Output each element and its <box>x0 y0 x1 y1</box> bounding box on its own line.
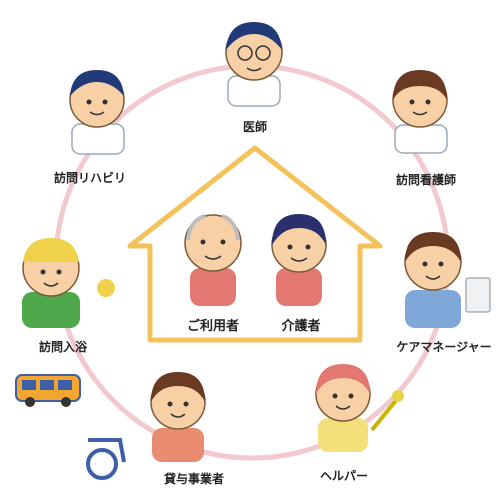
user-figure <box>184 214 242 306</box>
visiting-nurse-figure <box>392 70 448 154</box>
caregiver-figure <box>271 214 327 306</box>
visiting-bath-figure <box>22 238 115 328</box>
care-manager-label: ケアマネージャー <box>396 340 491 354</box>
rental-provider-figure <box>150 372 206 462</box>
care-manager-figure <box>404 232 491 328</box>
visiting-bath-label: 訪問入浴 <box>39 339 88 354</box>
caregiver-label: 介護者 <box>280 318 320 334</box>
bath-van-icon <box>15 374 81 407</box>
doctor-label: 医師 <box>243 119 267 134</box>
wheelchair-icon <box>86 438 126 480</box>
helper-figure <box>315 364 404 452</box>
visiting-rehab-label: 訪問リハビリ <box>54 170 126 185</box>
rental-provider-label: 貸与事業者 <box>164 471 224 486</box>
home-house <box>127 145 383 343</box>
user-label: ご利用者 <box>187 318 239 334</box>
doctor-figure <box>225 22 283 107</box>
visiting-nurse-label: 訪問看護師 <box>396 172 456 187</box>
visiting-rehab-figure <box>69 70 125 155</box>
helper-label: ヘルパー <box>320 469 368 483</box>
